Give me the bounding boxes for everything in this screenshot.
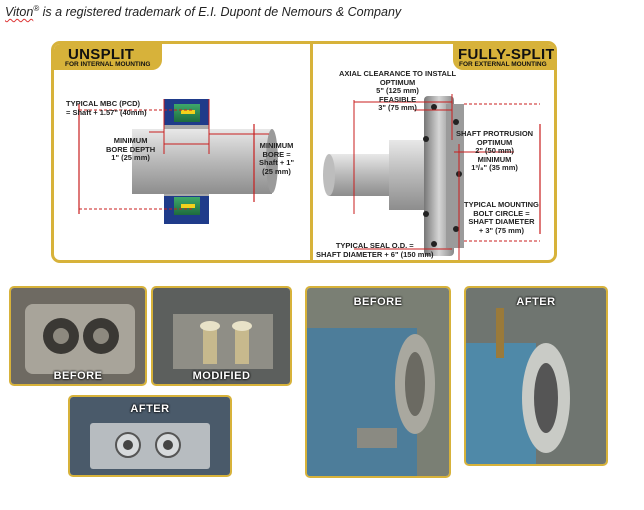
seal-od-label: TYPICAL SEAL O.D. =SHAFT DIAMETER + 6" (… xyxy=(316,241,434,259)
unsplit-subtitle: FOR INTERNAL MOUNTING xyxy=(65,61,151,68)
unsplit-title: UNSPLIT xyxy=(68,46,135,63)
fullsplit-tab: FULLY-SPLIT FOR EXTERNAL MOUNTING xyxy=(453,44,555,70)
caption-before-1: BEFORE xyxy=(53,370,103,382)
diagram-drawing xyxy=(78,94,541,260)
fullsplit-subtitle: FOR EXTERNAL MOUNTING xyxy=(459,61,547,68)
photo-before-housing: BEFORE xyxy=(9,286,147,386)
photo-after-bearing: AFTER xyxy=(464,286,608,466)
photo-modified-housing: MODIFIED xyxy=(151,286,292,386)
fullsplit-title: FULLY-SPLIT xyxy=(458,46,555,63)
photo-after-housing: AFTER xyxy=(68,395,232,477)
caption-after-1: AFTER xyxy=(130,403,170,415)
trademark-note: Viton® is a registered trademark of E.I.… xyxy=(5,4,402,20)
caption-before-2: BEFORE xyxy=(353,296,403,308)
shaft xyxy=(132,129,272,194)
caption-after-2: AFTER xyxy=(516,296,556,308)
mounting-diagram-panel: UNSPLIT FOR INTERNAL MOUNTING FULLY-SPLI… xyxy=(51,41,557,263)
photo-before-bearing: BEFORE xyxy=(305,286,451,478)
shaft-right xyxy=(329,154,399,196)
panel-divider xyxy=(310,44,313,260)
caption-modified: MODIFIED xyxy=(192,370,251,382)
unsplit-tab: UNSPLIT FOR INTERNAL MOUNTING xyxy=(54,44,162,70)
mbc-label: TYPICAL MBC (PCD)= Shaft + 1.57" (40mm) xyxy=(66,99,147,117)
